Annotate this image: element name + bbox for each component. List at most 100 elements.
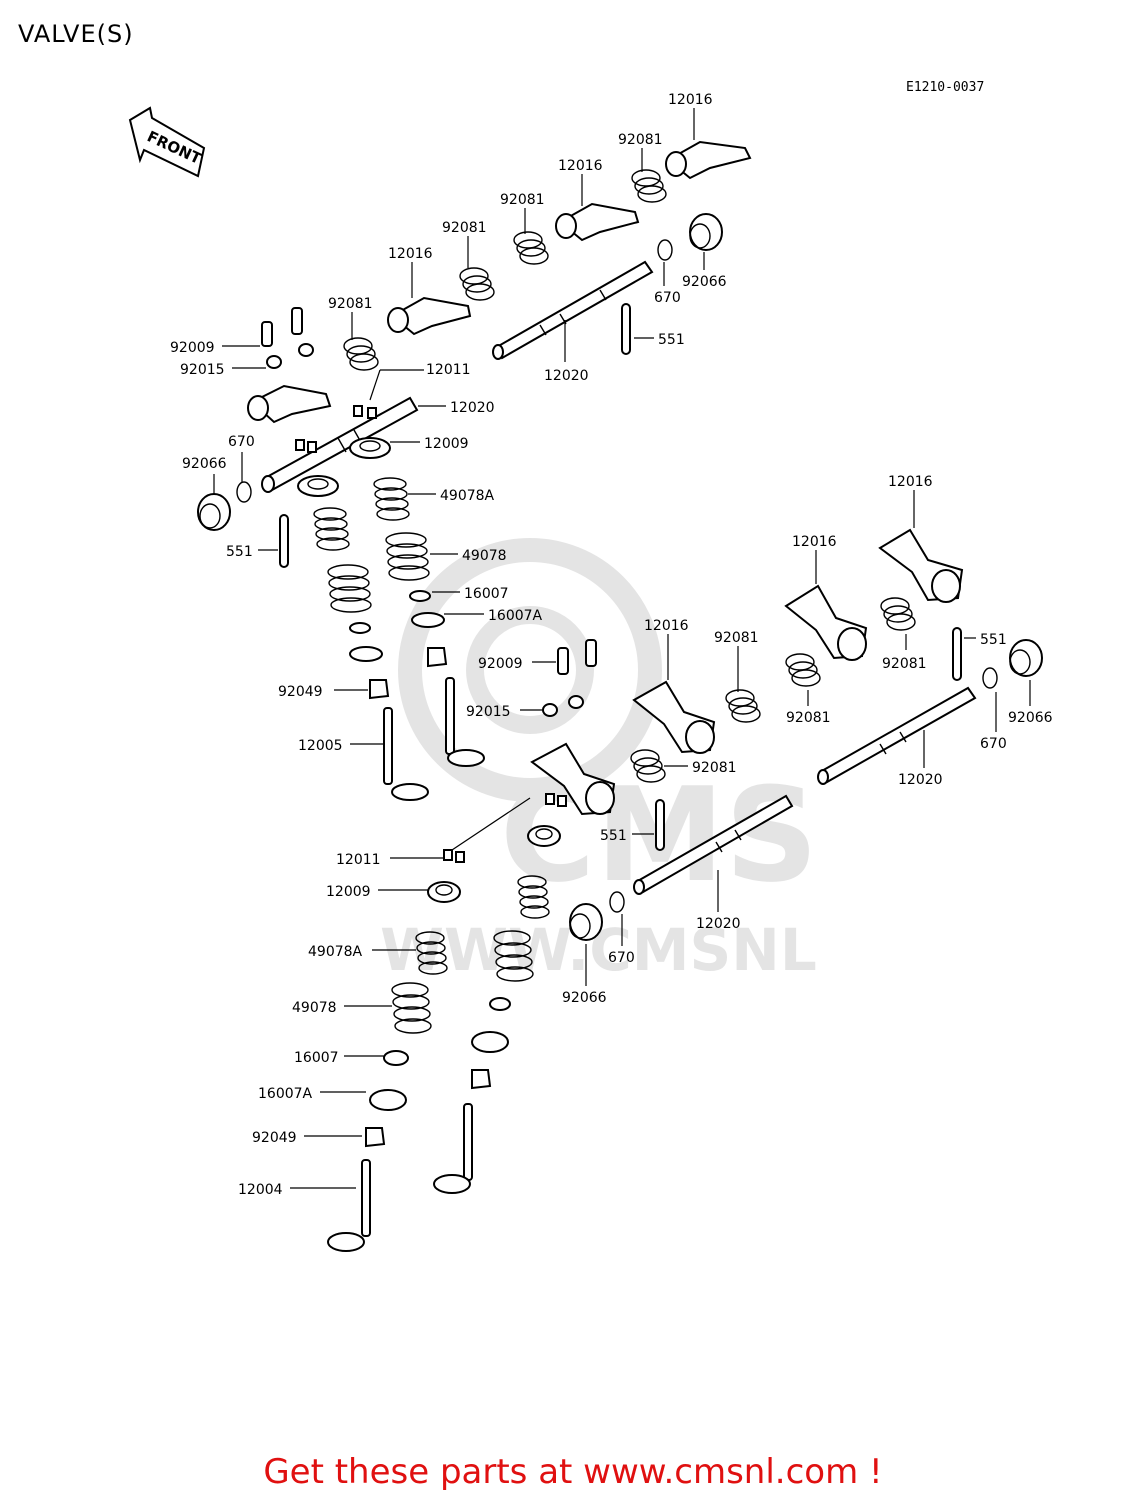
part-label: 670 — [654, 290, 681, 306]
rocker-spring — [785, 653, 821, 687]
valve-stem-seal — [365, 1069, 492, 1148]
o-ring — [982, 667, 998, 689]
rocker-spring — [631, 169, 667, 203]
part-label: 92049 — [252, 1130, 297, 1146]
part-label: 92066 — [182, 456, 227, 472]
spring-retainer — [527, 825, 561, 847]
dowel-pin — [621, 303, 631, 355]
part-label: 92081 — [786, 710, 831, 726]
part-label: 551 — [600, 828, 627, 844]
front-arrow: FRONT — [128, 106, 206, 178]
part-label: 12011 — [336, 852, 381, 868]
part-label: 92081 — [882, 656, 927, 672]
spring-retainer — [349, 437, 391, 459]
part-label: 92081 — [714, 630, 759, 646]
valve — [383, 707, 429, 801]
dowel-pin — [952, 627, 962, 681]
part-label: 92081 — [442, 220, 487, 236]
rocker-arm — [632, 680, 716, 754]
spring-seat — [471, 997, 511, 1053]
rocker-spring — [343, 337, 379, 371]
dowel-pin — [655, 799, 665, 851]
valve — [433, 1103, 473, 1194]
part-label: 92066 — [1008, 710, 1053, 726]
spring-retainer — [427, 881, 461, 903]
adjusting-screw — [557, 639, 597, 675]
part-label: 670 — [228, 434, 255, 450]
rocker-arm — [784, 584, 868, 661]
part-label: 551 — [658, 332, 685, 348]
rocker-arm — [247, 384, 332, 424]
part-label: 49078 — [462, 548, 507, 564]
part-label: 551 — [226, 544, 253, 560]
rocker-arm — [387, 296, 472, 336]
valve-keeper — [443, 793, 567, 863]
inner-valve-spring — [327, 564, 372, 613]
part-label: 92009 — [170, 340, 215, 356]
part-labels: 12016 92081 12016 92081 92081 12016 9208… — [170, 92, 1053, 1198]
part-label: 12005 — [298, 738, 343, 754]
valve-keeper — [295, 405, 377, 453]
cap-plug — [569, 903, 603, 941]
outer-valve-spring — [373, 477, 410, 521]
part-label: 12020 — [696, 916, 741, 932]
rocker-spring — [630, 749, 666, 783]
part-label: 670 — [608, 950, 635, 966]
valve — [327, 1159, 371, 1252]
lower-rocker-shaft-a — [817, 686, 977, 785]
part-label: 16007A — [258, 1086, 313, 1102]
inner-valve-spring — [493, 930, 534, 982]
part-label: 49078 — [292, 1000, 337, 1016]
part-label: 12016 — [792, 534, 837, 550]
part-label: 92066 — [682, 274, 727, 290]
lower-rocker-shaft-b — [633, 794, 794, 895]
part-label: 92066 — [562, 990, 607, 1006]
rocker-spring — [725, 689, 761, 723]
o-ring — [609, 891, 625, 913]
rocker-arm — [530, 742, 616, 816]
diagram-code: E1210-0037 — [906, 80, 985, 95]
o-ring — [236, 481, 252, 503]
cap-plug — [689, 213, 723, 251]
part-label: 92049 — [278, 684, 323, 700]
valve — [445, 677, 485, 767]
rocker-arm — [555, 202, 640, 242]
part-label: 12016 — [558, 158, 603, 174]
part-label: 12016 — [388, 246, 433, 262]
get-parts-link[interactable]: Get these parts at www.cmsnl.com ! — [263, 1452, 883, 1492]
part-label: 92081 — [500, 192, 545, 208]
dowel-pin — [279, 514, 289, 568]
part-label: 92009 — [478, 656, 523, 672]
part-label: 12011 — [426, 362, 471, 378]
part-label: 12009 — [424, 436, 469, 452]
outer-valve-spring — [517, 875, 550, 919]
part-label: 670 — [980, 736, 1007, 752]
spring-seat — [409, 590, 445, 628]
inner-valve-spring — [385, 532, 430, 581]
part-label: 12016 — [888, 474, 933, 490]
page-title: VALVE(S) — [18, 20, 134, 48]
part-label: 12009 — [326, 884, 371, 900]
outer-valve-spring — [313, 507, 350, 551]
rocker-arm — [665, 140, 752, 180]
spring-seat — [349, 622, 383, 662]
o-ring — [657, 239, 673, 261]
part-label: 12020 — [898, 772, 943, 788]
valve-stem-seal — [369, 647, 448, 700]
part-label: 92015 — [466, 704, 511, 720]
part-label: 12020 — [544, 368, 589, 384]
lock-nut — [266, 343, 314, 369]
part-label: 92015 — [180, 362, 225, 378]
part-label: 12020 — [450, 400, 495, 416]
part-label: 92081 — [618, 132, 663, 148]
rocker-arm — [878, 528, 964, 603]
part-label: 49078A — [308, 944, 363, 960]
part-label: 12016 — [668, 92, 713, 108]
part-label: 92081 — [692, 760, 737, 776]
spring-retainer — [297, 475, 339, 497]
part-label: 12004 — [238, 1182, 283, 1198]
part-label: 16007A — [488, 608, 543, 624]
leader-lines — [213, 108, 1031, 1189]
outer-valve-spring — [415, 931, 448, 975]
